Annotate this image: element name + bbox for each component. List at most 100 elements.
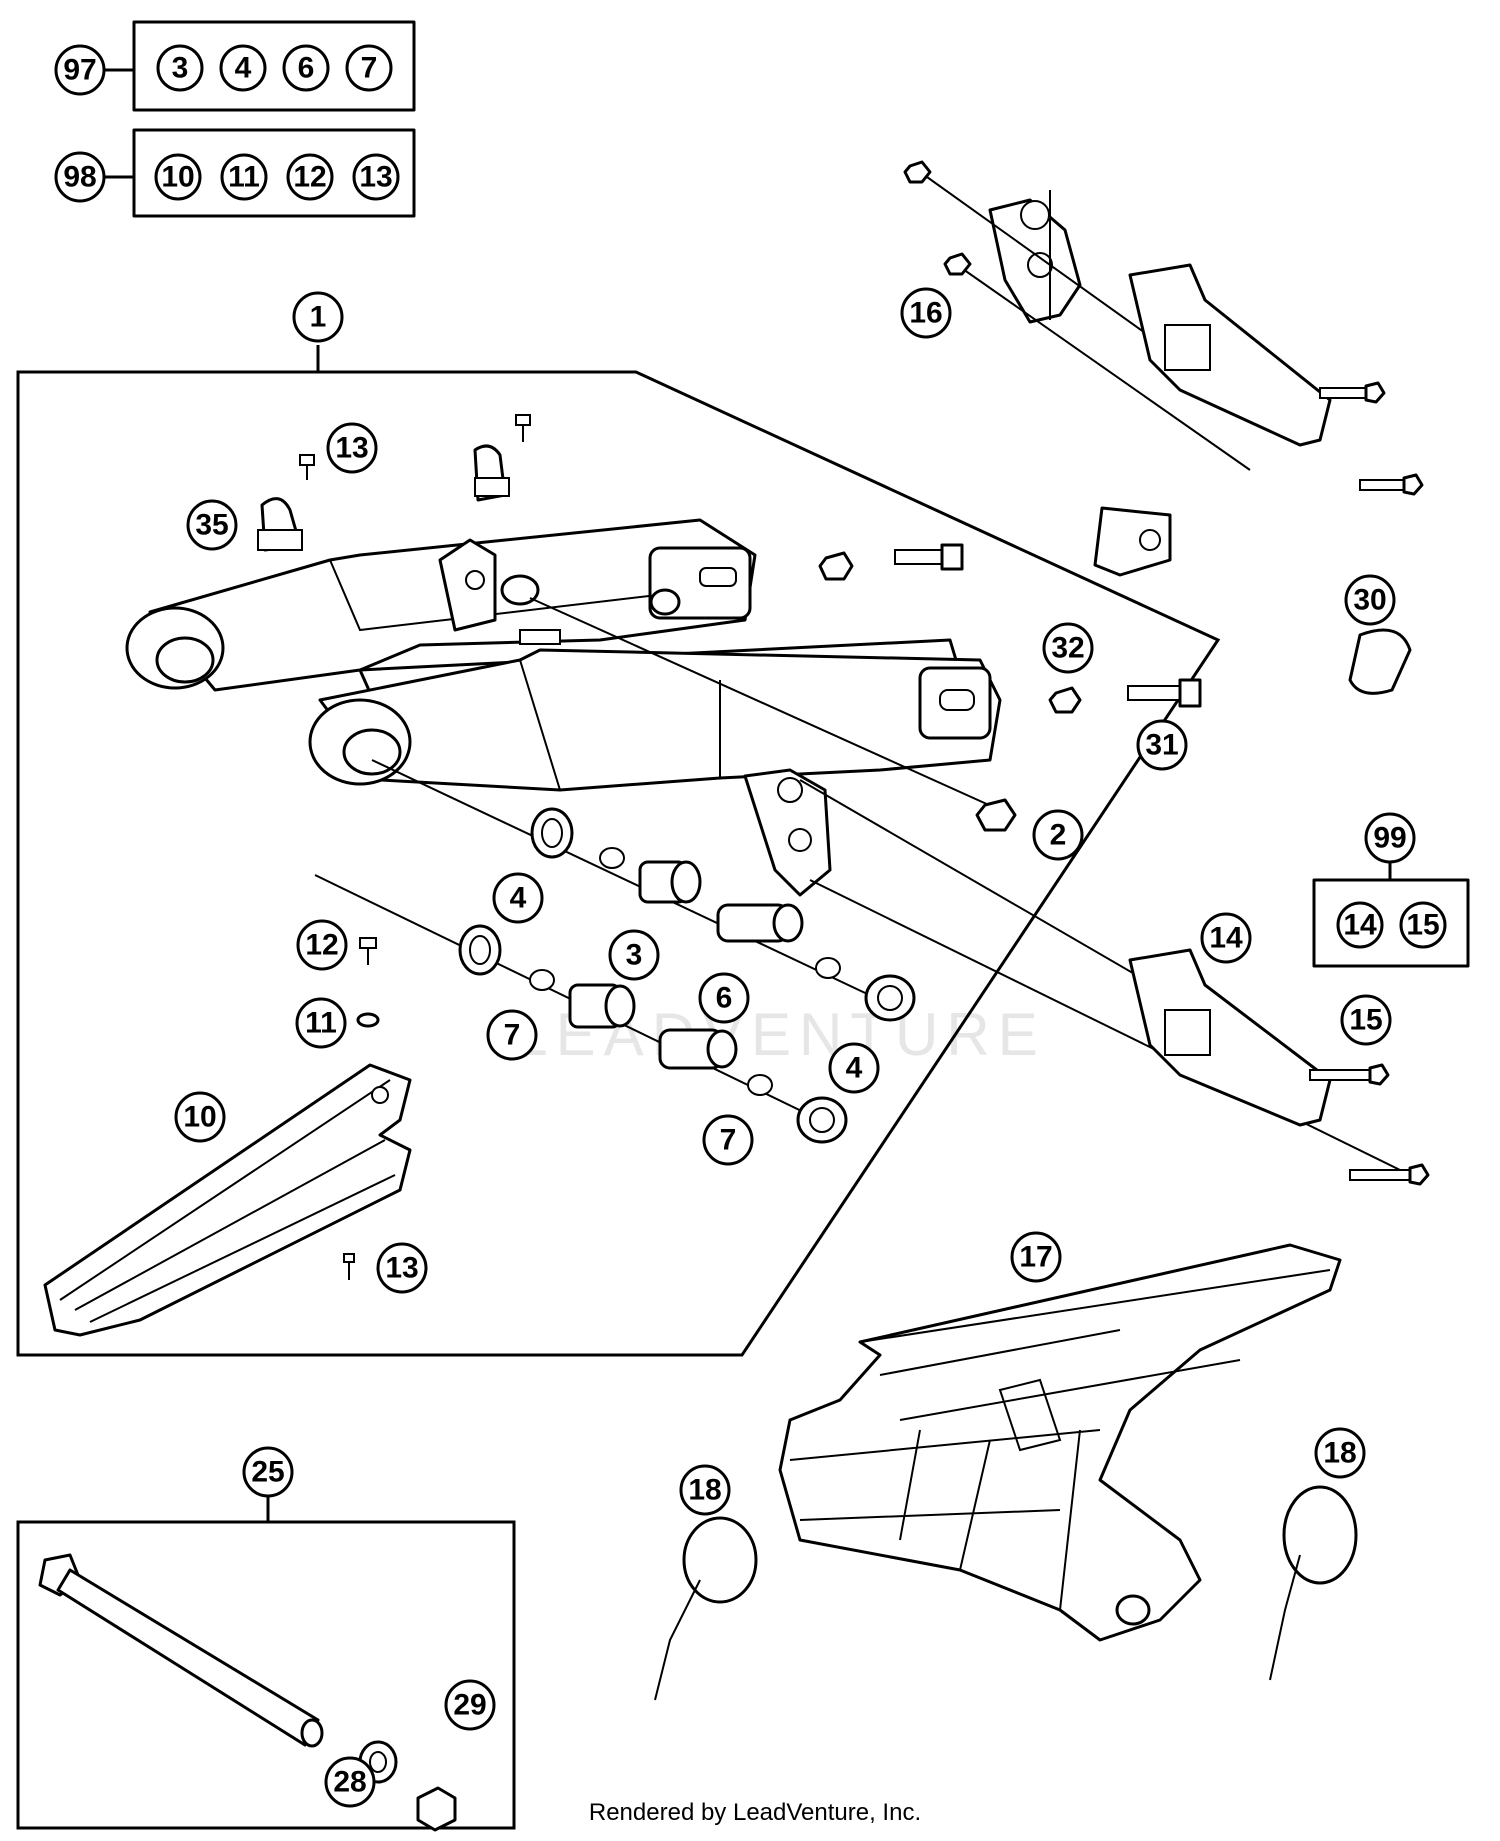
kit-99-item-1[interactable]: 14 [1336, 901, 1384, 949]
kit-98: 98 10 11 12 13 [54, 128, 416, 218]
nut-upper [818, 551, 854, 581]
chain-guide-upper [1128, 263, 1424, 496]
pivot-line [529, 597, 1001, 811]
svg-text:99: 99 [1373, 822, 1406, 855]
svg-text:6: 6 [716, 982, 733, 1015]
svg-text:17: 17 [1019, 1241, 1052, 1274]
svg-text:7: 7 [361, 52, 378, 85]
svg-text:4: 4 [235, 52, 252, 85]
callout-11[interactable]: 11 [295, 997, 347, 1049]
svg-text:2: 2 [1050, 819, 1067, 852]
svg-text:35: 35 [195, 509, 228, 542]
svg-text:7: 7 [720, 1124, 737, 1157]
kit-98-item-3[interactable]: 12 [286, 153, 334, 201]
svg-text:25: 25 [251, 1456, 284, 1489]
callout-10[interactable]: 10 [174, 1091, 226, 1143]
callout-31[interactable]: 31 [1136, 719, 1188, 771]
chain-guard-item-17 [778, 1243, 1342, 1642]
bolt-item-31 [1127, 678, 1202, 708]
axle-group-frame [16, 1496, 516, 1830]
svg-text:4: 4 [510, 882, 527, 915]
kit-97-item-3[interactable]: 6 [282, 44, 330, 92]
callout-7-lower[interactable]: 7 [702, 1114, 754, 1166]
callout-15[interactable]: 15 [1340, 994, 1392, 1046]
callout-3[interactable]: 3 [608, 929, 660, 981]
svg-text:13: 13 [359, 161, 392, 194]
screw-top-b [515, 414, 531, 442]
kit-97-item-2[interactable]: 4 [219, 44, 267, 92]
callout-18-left[interactable]: 18 [679, 1464, 731, 1516]
svg-text:7: 7 [504, 1019, 521, 1052]
nut-item-32 [1048, 686, 1082, 714]
svg-text:32: 32 [1051, 632, 1084, 665]
kit-99: 99 14 15 [1312, 812, 1470, 968]
callout-4-upper[interactable]: 4 [492, 872, 544, 924]
kit-97-item-1[interactable]: 3 [156, 44, 204, 92]
svg-text:14: 14 [1209, 922, 1243, 955]
svg-text:12: 12 [305, 929, 338, 962]
callout-7-upper[interactable]: 7 [486, 1009, 538, 1061]
svg-text:31: 31 [1145, 729, 1178, 762]
svg-text:15: 15 [1406, 909, 1439, 942]
callout-4-lower[interactable]: 4 [828, 1042, 880, 1094]
svg-text:13: 13 [335, 432, 368, 465]
callout-29[interactable]: 29 [444, 1679, 496, 1731]
svg-text:29: 29 [453, 1689, 486, 1722]
svg-text:18: 18 [1323, 1437, 1356, 1470]
kit-98-callout[interactable]: 98 [54, 151, 106, 203]
kit-98-item-1[interactable]: 10 [154, 153, 202, 201]
svg-text:16: 16 [909, 297, 942, 330]
callout-6[interactable]: 6 [698, 972, 750, 1024]
callout-28[interactable]: 28 [324, 1756, 376, 1808]
callout-14[interactable]: 14 [1200, 912, 1252, 964]
screw-item-13-lower [343, 1253, 355, 1280]
axle-item-25 [38, 1553, 324, 1748]
kit-98-item-2[interactable]: 11 [220, 153, 268, 201]
svg-text:3: 3 [626, 939, 643, 972]
svg-text:14: 14 [1343, 909, 1377, 942]
svg-text:12: 12 [293, 161, 326, 194]
bolt-item-15-b [1349, 1163, 1430, 1186]
chain-guide-lower-bracket [743, 768, 1401, 1171]
kit-99-item-2[interactable]: 15 [1399, 901, 1447, 949]
cable-tie-item-18-left [654, 1516, 758, 1701]
cable-guide-left [257, 497, 303, 552]
svg-text:28: 28 [333, 1766, 366, 1799]
svg-text:3: 3 [172, 52, 189, 85]
callout-18-right[interactable]: 18 [1314, 1427, 1366, 1479]
svg-text:97: 97 [63, 54, 96, 87]
svg-text:13: 13 [385, 1252, 418, 1285]
bolt-upper [894, 543, 964, 571]
svg-text:98: 98 [63, 161, 96, 194]
kit-99-callout[interactable]: 99 [1364, 812, 1416, 864]
callout-12[interactable]: 12 [296, 919, 348, 971]
callout-25[interactable]: 25 [242, 1446, 294, 1498]
kit-98-item-4[interactable]: 13 [352, 153, 400, 201]
chain-guide-item-14 [1128, 948, 1332, 1127]
cable-tie-item-18-right [1269, 1485, 1358, 1681]
svg-text:30: 30 [1353, 584, 1386, 617]
callout-2[interactable]: 2 [1032, 809, 1084, 861]
svg-text:10: 10 [161, 161, 194, 194]
footer-credit: Rendered by LeadVenture, Inc. [589, 1799, 921, 1826]
svg-text:11: 11 [305, 1007, 337, 1040]
swingarm-assembly-frame [16, 345, 1221, 1357]
svg-text:4: 4 [846, 1052, 863, 1085]
callout-17[interactable]: 17 [1010, 1231, 1062, 1283]
svg-text:11: 11 [228, 161, 260, 194]
callout-30[interactable]: 30 [1344, 574, 1396, 626]
svg-text:18: 18 [688, 1474, 721, 1507]
kit-97: 97 3 4 6 7 [54, 20, 416, 112]
callout-32[interactable]: 32 [1042, 622, 1094, 674]
kit-97-callout[interactable]: 97 [54, 44, 106, 96]
bearing-stack [314, 759, 916, 1144]
callout-16[interactable]: 16 [900, 287, 952, 339]
kit-97-item-4[interactable]: 7 [345, 44, 393, 92]
callout-35[interactable]: 35 [186, 499, 238, 551]
callout-1[interactable]: 1 [292, 291, 344, 343]
callout-13-lower[interactable]: 13 [376, 1242, 428, 1294]
nut-item-2 [975, 798, 1017, 832]
callout-13-upper[interactable]: 13 [326, 422, 378, 474]
swingarm [125, 518, 1002, 792]
